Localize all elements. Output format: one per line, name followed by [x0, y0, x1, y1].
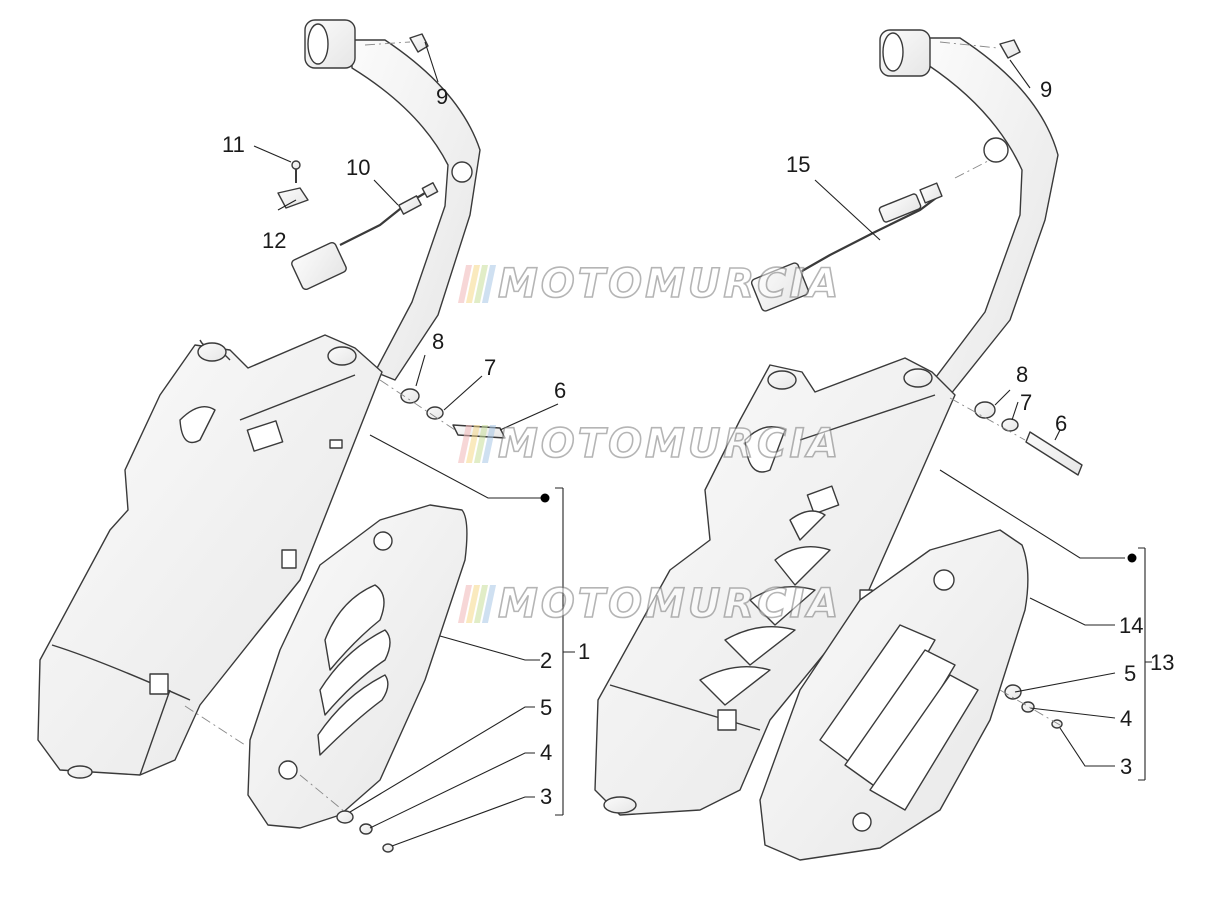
callout-6-right: 6: [1055, 411, 1067, 436]
callout-7-right: 7: [1020, 390, 1032, 415]
callout-5-right: 5: [1124, 661, 1136, 686]
callout-1-left: 1: [578, 639, 590, 664]
leader-lines: [253, 41, 1152, 847]
callout-8-right: 8: [1016, 362, 1028, 387]
dash-dot-axes: [184, 41, 1061, 813]
callout-3-left: 3: [540, 784, 552, 809]
watermark-stripes: [457, 265, 497, 303]
watermark-bottom: MOTOMURCIA: [457, 581, 842, 627]
right-exhaust-assembly: [594, 29, 1083, 861]
left-manifold-pipe: [304, 19, 481, 381]
callout-2-left: 2: [540, 648, 552, 673]
left-heat-shield: [247, 504, 468, 829]
left-exhaust-assembly: [37, 19, 506, 853]
watermark-text: MOTOMURCIA: [497, 421, 842, 467]
watermark-text: MOTOMURCIA: [497, 581, 842, 627]
right-lambda-sensor: [750, 182, 943, 312]
right-heat-shield: [759, 529, 1029, 861]
callout-9-left: 9: [436, 84, 448, 109]
left-silencer: [37, 334, 383, 779]
watermark-stripes: [457, 585, 497, 623]
left-callouts: 9 11 10 12 8 7 6 2 1 5 4 3: [222, 84, 590, 809]
watermark-middle: MOTOMURCIA: [457, 421, 842, 467]
callout-9-right: 9: [1040, 77, 1052, 102]
callout-7-left: 7: [484, 355, 496, 380]
callout-6-left: 6: [554, 378, 566, 403]
right-silencer: [594, 357, 956, 816]
callout-14-right: 14: [1119, 613, 1143, 638]
callout-10-left: 10: [346, 155, 370, 180]
callout-12-left: 12: [262, 228, 286, 253]
callout-13-right: 13: [1150, 650, 1174, 675]
watermark-text: MOTOMURCIA: [497, 261, 842, 307]
watermark-stripes: [457, 425, 497, 463]
callout-11-left: 11: [222, 132, 245, 157]
callout-4-left: 4: [540, 740, 552, 765]
callout-4-right: 4: [1120, 706, 1132, 731]
callout-15-right: 15: [786, 152, 810, 177]
callout-8-left: 8: [432, 329, 444, 354]
right-callouts: 9 15 8 7 6 14 13 5 4 3: [786, 77, 1174, 779]
callout-3-right: 3: [1120, 754, 1132, 779]
left-lambda-sensor: [291, 182, 439, 291]
watermark-top: MOTOMURCIA: [457, 261, 842, 307]
callout-5-left: 5: [540, 695, 552, 720]
